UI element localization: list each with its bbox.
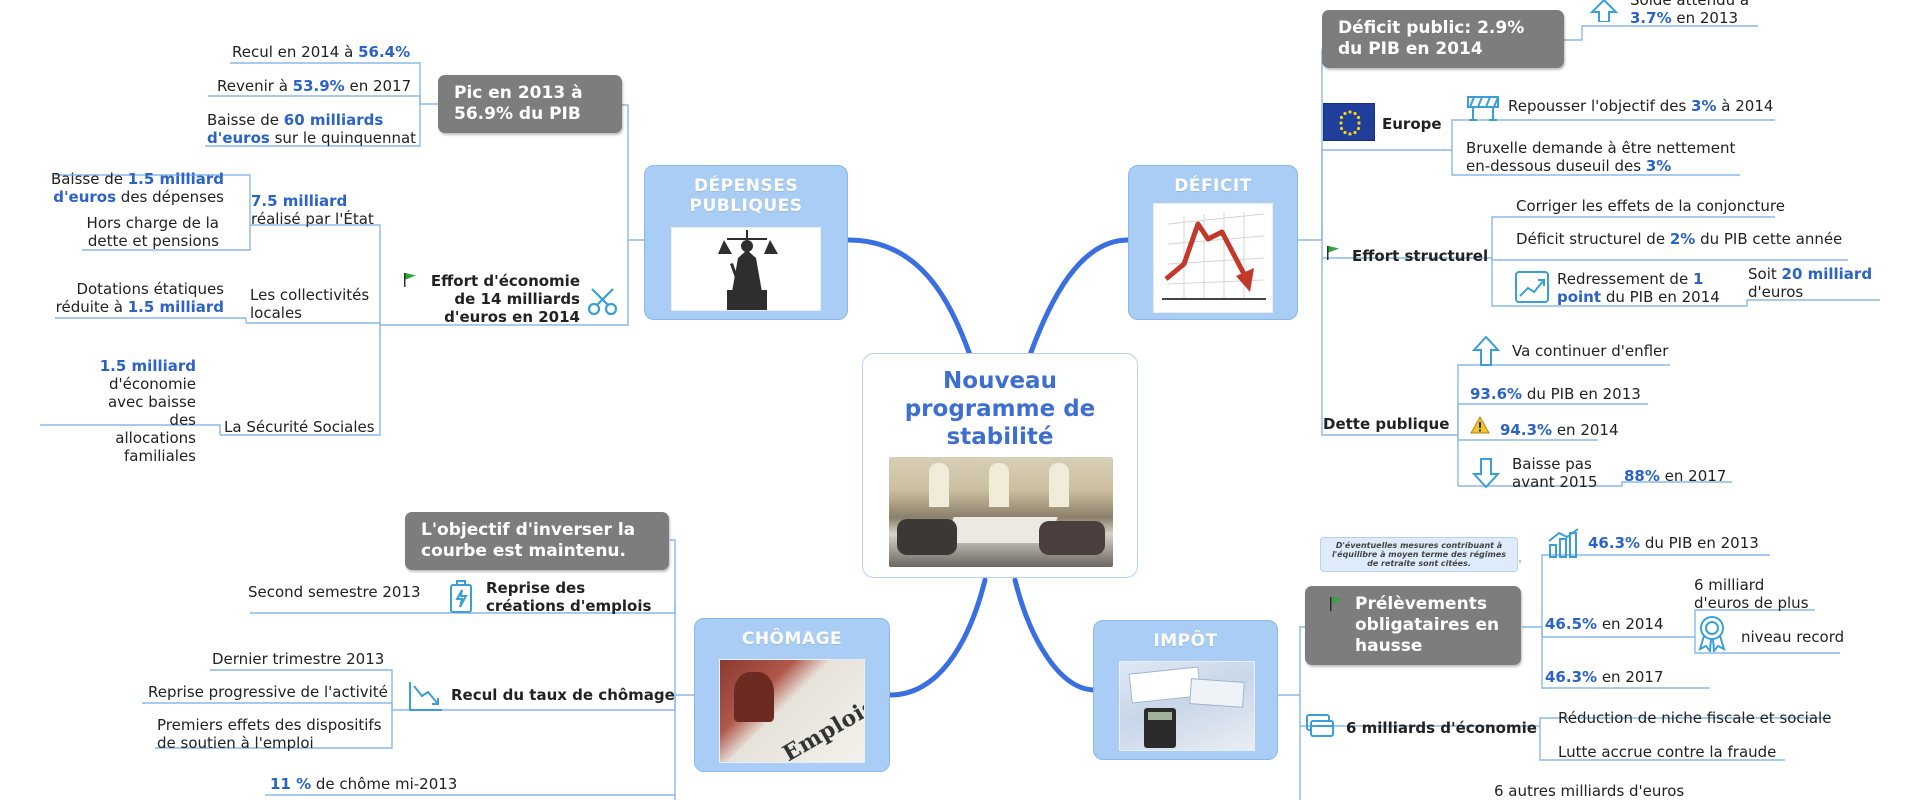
chomage-node[interactable]: CHÔMAGE Emplois [694,618,890,772]
pic-2013-title: Pic en 2013 à 56.9% du PIB [454,83,583,124]
arrow-up-icon [1471,335,1501,366]
declining-chart-image [1153,203,1273,313]
lutte-fraude-label: Lutte accrue contre la fraude [1558,743,1777,761]
central-topic[interactable]: Nouveau programme de stabilité [862,353,1138,578]
prelev-2014-label: 46.5% en 2014 [1545,615,1664,633]
recul-chomage-label: Recul du taux de chômage [451,686,675,704]
central-topic-title: Nouveau programme de stabilité [904,368,1096,450]
prelevements-node[interactable]: Prélèvements obligataires en hausse [1305,586,1521,665]
deficit-title: DÉFICIT [1174,176,1252,196]
baisse-depenses-label: Baisse de 1.5 milliard d'euros des dépen… [50,170,224,206]
retraite-note: D'éventuelles mesures contribuant à l'éq… [1320,537,1518,572]
bar-chart-icon [1548,528,1579,558]
justice-statue-photo [671,227,821,311]
collectivites-label: Les collectivités locales [250,286,370,322]
redressement-label: Redressement de 1 point du PIB en 2014 [1557,270,1720,306]
battery-charging-icon [450,580,472,613]
effort-economie-label: Effort d'économie de 14 milliards d'euro… [430,272,580,326]
reprise-activite-label: Reprise progressive de l'activité [148,683,388,701]
bruxelle-label: Bruxelle demande à être nettement en-des… [1466,139,1736,175]
green-flag-icon [1327,246,1339,260]
chomage-title: CHÔMAGE [741,629,843,649]
eu-flag-icon [1323,103,1375,141]
recul-2014-label: Recul en 2014 à 56.4% [232,43,411,61]
six-autres-milliards-label: 6 autres milliards d'euros [1494,782,1685,800]
depenses-title: DÉPENSES PUBLIQUES [689,176,803,216]
effort-structurel-label: Effort structurel [1352,247,1489,265]
meeting-photo [889,457,1113,567]
dette-publique-label: Dette publique [1323,415,1450,433]
prelev-2017-label: 46.3% en 2017 [1545,668,1664,686]
prelevements-title: Prélèvements obligataires en hausse [1355,594,1500,656]
niche-fiscale-label: Réduction de niche fiscale et sociale [1558,709,1832,727]
dette-2014-label: 94.3% en 2014 [1500,421,1619,439]
deficit-public-title: Déficit public: 2.9% du PIB en 2014 [1338,18,1525,59]
impot-node[interactable]: IMPÔT [1093,620,1278,760]
warning-icon [1470,416,1490,434]
corriger-label: Corriger les effets de la conjoncture [1516,197,1785,215]
tax-forms-calculator-photo [1119,661,1255,751]
dette-2017-label: 88% en 2017 [1624,467,1727,485]
credit-cards-icon [1306,714,1334,737]
repousser-label: Repousser l'objectif des 3% à 2014 [1508,97,1774,115]
chart-trend-icon [1515,271,1549,303]
baisse-2015-label: Baisse pas avant 2015 [1512,455,1598,491]
green-flag-icon [1330,597,1342,611]
premiers-effets-label: Premiers effets des dispositifs de souti… [157,716,382,752]
newspaper-emplois-photo: Emplois [719,659,865,763]
dotations-label: Dotations étatiques réduite à 1.5 millia… [55,280,224,316]
arrow-down-icon [1471,458,1501,489]
six-milliard-plus-label: 6 milliard d'euros de plus [1694,576,1809,612]
reprise-creations-label: Reprise des créations d'emplois [486,579,652,615]
objectif-courbe-title: L'objectif d'inverser la courbe est main… [421,520,636,561]
roadblock-icon [1467,96,1499,121]
six-milliards-economie-label: 6 milliards d'économie [1346,719,1537,737]
baisse-60-label: Baisse de 60 milliards d'euros sur le qu… [207,111,417,147]
revenir-2017-label: Revenir à 53.9% en 2017 [217,77,412,95]
dette-2013-label: 93.6% du PIB en 2013 [1470,385,1641,403]
impot-title: IMPÔT [1153,631,1218,651]
enfler-label: Va continuer d'enfler [1512,342,1669,360]
pic-2013-node[interactable]: Pic en 2013 à 56.9% du PIB [438,75,622,133]
hors-charge-label: Hors charge de la dette et pensions [86,214,219,250]
depenses-node[interactable]: DÉPENSES PUBLIQUES [644,165,848,320]
chart-down-icon [409,682,442,711]
taux-chomage-2013-label: 11 % de chôme mi-2013 [270,775,458,793]
deficit-public-node[interactable]: Déficit public: 2.9% du PIB en 2014 [1322,10,1564,68]
secu-economie-label: 1.5 milliard d'économie avec baisse des … [99,357,196,465]
scissors-icon [587,288,618,316]
arrow-up-icon [1589,0,1619,22]
securite-sociale-label: La Sécurité Sociales [224,418,375,436]
award-ribbon-icon [1698,616,1726,652]
deficit-node[interactable]: DÉFICIT [1128,165,1298,320]
europe-label: Europe [1382,115,1442,133]
prelev-2013-label: 46.3% du PIB en 2013 [1588,534,1759,552]
niveau-record-label: niveau record [1741,628,1845,646]
deficit-structurel-label: Déficit structurel de 2% du PIB cette an… [1516,230,1843,248]
objectif-courbe-node[interactable]: L'objectif d'inverser la courbe est main… [405,512,669,570]
dernier-trimestre-label: Dernier trimestre 2013 [212,650,385,668]
second-semestre-label: Second semestre 2013 [248,583,421,601]
soit-20-label: Soit 20 milliard d'euros [1748,265,1873,301]
green-flag-icon [404,273,416,287]
solde-attendu-label: Solde attendu à 3.7% en 2013 [1630,0,1750,27]
